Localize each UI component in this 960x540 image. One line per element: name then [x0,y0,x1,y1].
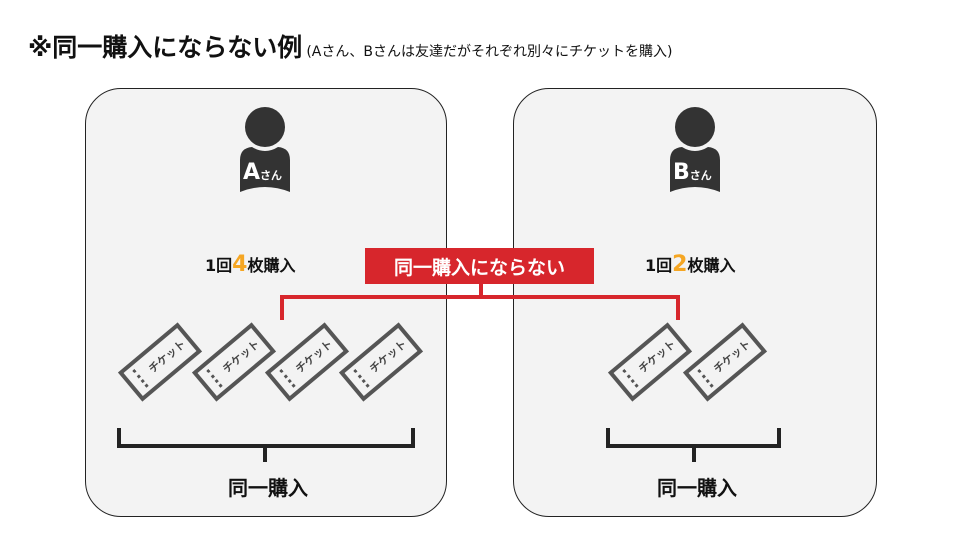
title-sub: (Aさん、Bさんは友達だがそれぞれ別々にチケットを購入) [306,44,673,60]
person-b-head [675,107,715,147]
badge-a: Aさん [243,160,283,185]
count-b: 1回2枚購入 [645,252,736,277]
person-b-body [670,147,720,192]
count-a: 1回4枚購入 [205,252,296,277]
not-same-purchase-label: 同一購入にならない [365,248,594,284]
person-a-body [240,147,290,192]
same-purchase-b: 同一購入 [657,476,737,500]
title-main: ※同一購入にならない例 [28,33,303,62]
page-title: ※同一購入にならない例(Aさん、Bさんは友達だがそれぞれ別々にチケットを購入) [28,28,672,64]
same-purchase-a: 同一購入 [228,476,308,500]
bracket-a [117,428,415,462]
person-a-head [245,107,285,147]
bracket-b [606,428,781,462]
badge-b: Bさん [673,160,712,185]
red-bracket [280,284,680,320]
